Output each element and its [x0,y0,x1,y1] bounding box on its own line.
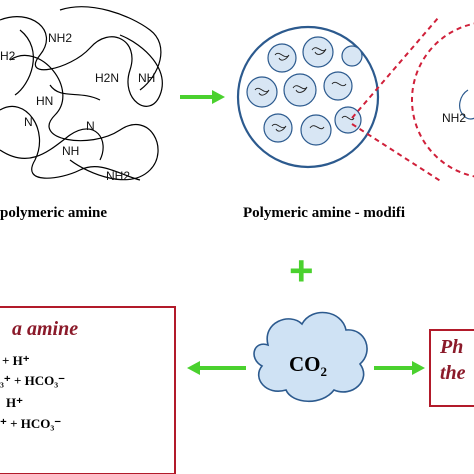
amine-label-8: NH2 [106,169,130,183]
plus-sign: + [289,247,314,294]
amine-label-7: NH [62,144,79,158]
right-box-title-1: Ph [440,336,464,358]
zoom-content [459,89,474,120]
arrow-left [187,361,246,375]
right-box-title-2: the [440,362,466,384]
amine-label-4: HN [36,94,53,108]
co2-label: CO2 [289,352,327,380]
equation-1: + H⁺ [2,353,30,368]
amine-label-left: H2 [0,49,16,63]
amine-label-1: NH2 [48,31,72,45]
amine-label-6: N [86,119,95,133]
left-box [0,306,176,474]
equation-2: ₃⁺ + HCO₃⁻ [0,373,66,388]
co2-label-sub: 2 [320,364,328,380]
zoom-amine-label: NH2 [442,111,466,125]
equation-4: ⁺ + HCO₃⁻ [0,416,62,431]
amine-label-2: H2N [95,71,119,85]
caption-polymeric-amine: polymeric amine [0,205,108,221]
zoom-indicator [351,17,474,183]
amine-label-5: N [24,115,33,129]
co2-cloud [253,311,368,402]
right-box [429,329,474,407]
polymer-chain [0,6,163,181]
caption-modified: Polymeric amine - modifi [243,205,406,221]
modified-particle [236,25,380,169]
left-box-title: a amine [12,318,79,340]
amine-label-3: NH [138,71,155,85]
arrow-right-top [180,90,225,104]
arrow-right-bottom [374,361,425,375]
co2-label-main: CO [289,352,321,376]
equation-3: H⁺ [6,395,23,410]
